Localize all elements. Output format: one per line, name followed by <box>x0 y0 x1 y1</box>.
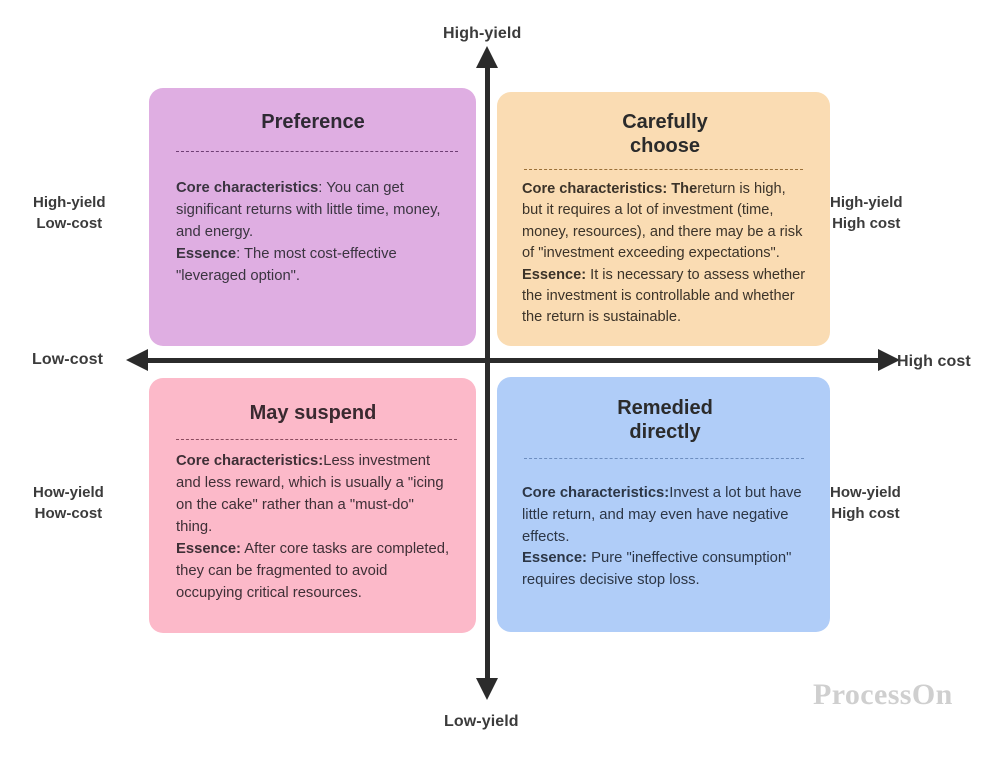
quadrant-body-line: Essence: It is necessary to assess wheth… <box>522 266 806 326</box>
quadrant-title: May suspend <box>249 402 377 424</box>
quadrant-divider <box>524 457 804 459</box>
quadrant-body-line: Essence: Pure "ineffective consumption" … <box>522 550 792 589</box>
quadrant-divider <box>176 151 458 153</box>
quadrant-title: Preference <box>261 111 365 133</box>
quadrant-body: Core characteristics: You can get signif… <box>176 178 450 287</box>
quadrant-body-line: Core characteristics: You can get signif… <box>176 180 441 241</box>
vertical-axis-line <box>485 62 490 682</box>
axis-label-high-cost: High cost <box>897 353 971 370</box>
quadrant-body-lead: Essence: <box>522 266 587 283</box>
axis-label-high-yield: High-yield <box>443 25 522 42</box>
quadrant-body-lead: Essence <box>176 246 237 263</box>
axis-label-low-cost: Low-cost <box>32 351 104 368</box>
quadrant-body-lead: Core characteristics: <box>176 453 324 470</box>
axis-arrow-down-icon <box>476 678 498 700</box>
quadrant-body-line: Essence: After core tasks are completed,… <box>176 540 450 601</box>
axis-arrow-left-icon <box>126 349 148 371</box>
quadrant-body: Core characteristics:Invest a lot but ha… <box>522 483 808 592</box>
axis-arrow-right-icon <box>878 349 900 371</box>
quadrant-body-lead: Core characteristics: <box>522 484 670 501</box>
quadrant-body-line: Essence: The most cost-effective "levera… <box>176 246 397 284</box>
quadrant-body-line: Core characteristics:Invest a lot but ha… <box>522 484 802 545</box>
quadrant-body: Core characteristics: Thereturn is high,… <box>522 179 808 329</box>
horizontal-axis-line <box>142 358 882 363</box>
quadrant-body-line: Core characteristics: Thereturn is high,… <box>522 180 803 262</box>
quadrant-body-lead: Core characteristics <box>176 180 319 197</box>
quadrant-body-lead: Core characteristics: The <box>522 180 698 197</box>
quadrant-body: Core characteristics:Less investment and… <box>176 451 450 604</box>
quadrant-body-lead: Essence: <box>176 540 241 557</box>
axis-label-low-yield: Low-yield <box>444 713 519 730</box>
quadrant-body-lead: Essence: <box>522 550 587 567</box>
quadrant-divider <box>524 168 803 170</box>
quadrant-card-may-suspend[interactable]: May suspend Core characteristics:Less in… <box>149 378 476 633</box>
axis-arrow-up-icon <box>476 46 498 68</box>
quadrant-body-line: Core characteristics:Less investment and… <box>176 453 444 536</box>
quadrant-card-preference[interactable]: Preference Core characteristics: You can… <box>149 88 476 346</box>
quadrant-divider <box>176 439 457 441</box>
processon-watermark: ProcessOn <box>813 678 953 711</box>
